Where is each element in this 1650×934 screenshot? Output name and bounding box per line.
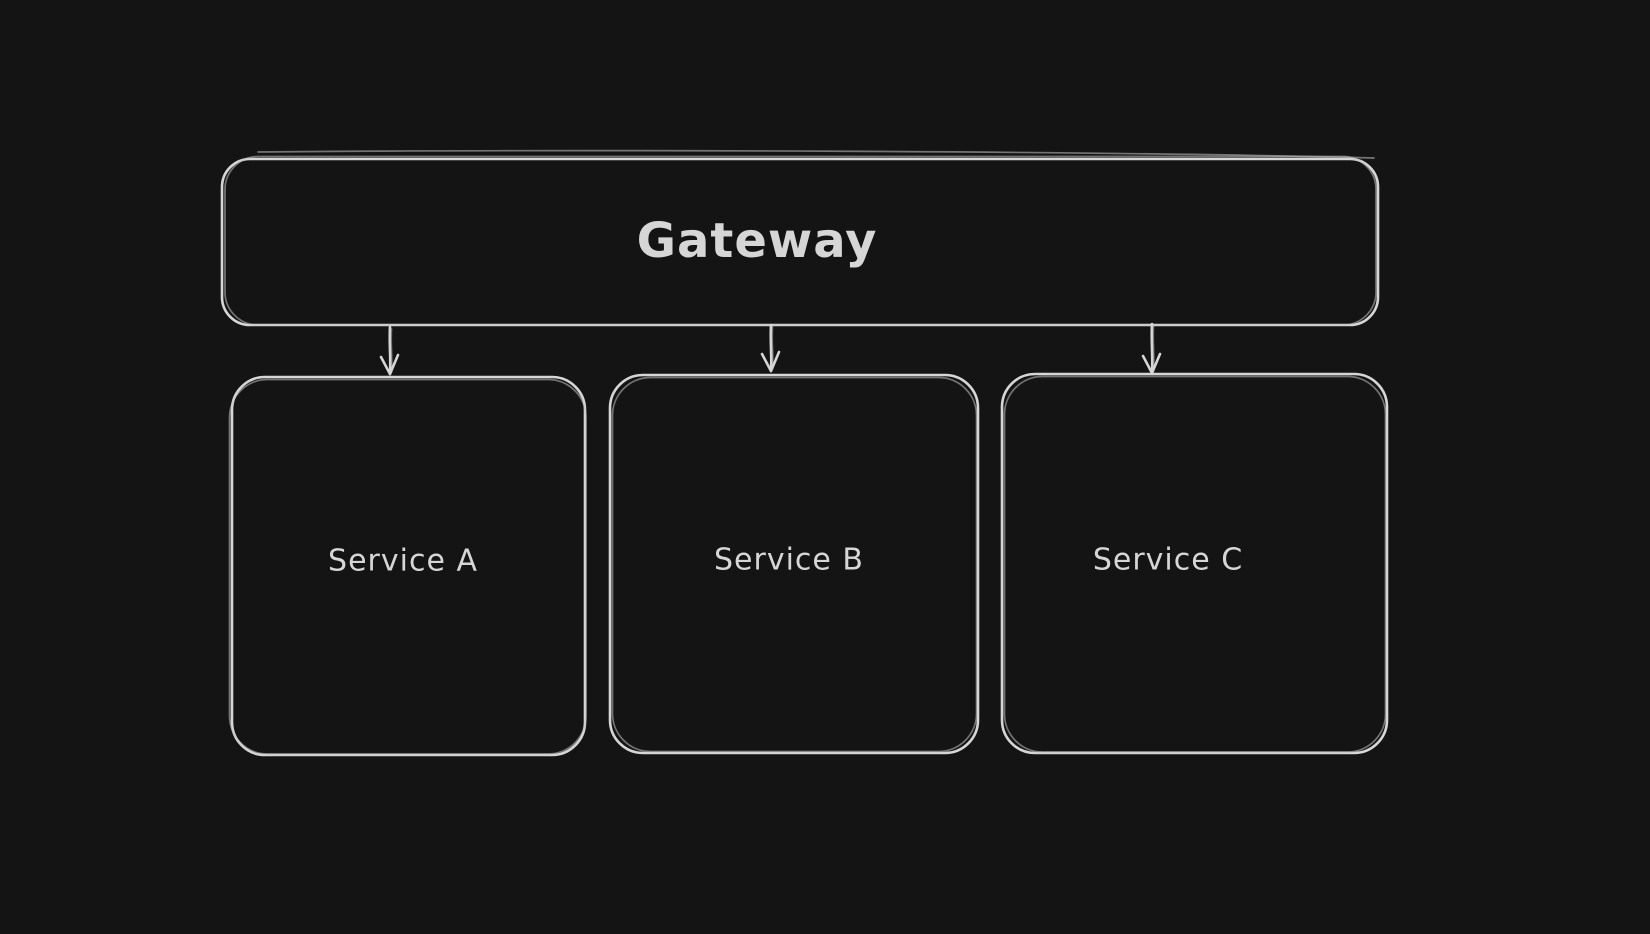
- arrow-gateway-to-service-a[interactable]: [379, 325, 400, 376]
- service-b-node-label: Service B: [714, 542, 864, 578]
- arrow-gateway-to-service-b[interactable]: [760, 323, 781, 373]
- service-b-node[interactable]: [608, 373, 980, 755]
- arrow-gateway-to-service-c[interactable]: [1141, 322, 1162, 375]
- service-c-node[interactable]: [1000, 372, 1389, 755]
- service-a-node[interactable]: [228, 375, 587, 757]
- service-c-node-label: Service C: [1092, 542, 1244, 578]
- gateway-node[interactable]: [220, 149, 1380, 327]
- gateway-node-label: Gateway: [636, 213, 878, 269]
- service-a-node-label: Service A: [328, 543, 478, 579]
